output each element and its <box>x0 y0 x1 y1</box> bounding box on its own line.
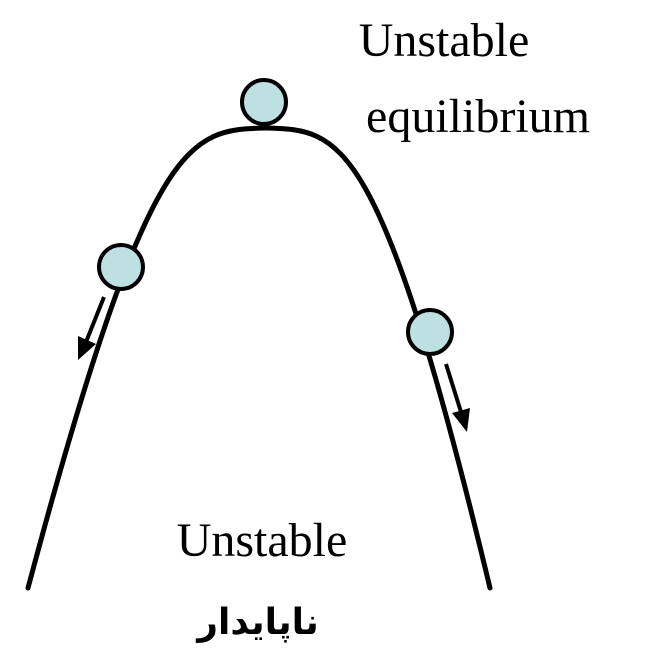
ball-right <box>406 308 454 356</box>
label-top-line1: Unstable <box>359 14 530 67</box>
ball-left <box>97 243 145 291</box>
arrow-left <box>78 296 106 360</box>
label-top-line2: equilibrium <box>366 90 590 143</box>
label-bottom-persian: ناپایدار <box>195 602 318 643</box>
ball-top <box>240 78 288 126</box>
label-bottom: Unstable <box>177 514 348 567</box>
arrow-right <box>444 363 470 432</box>
